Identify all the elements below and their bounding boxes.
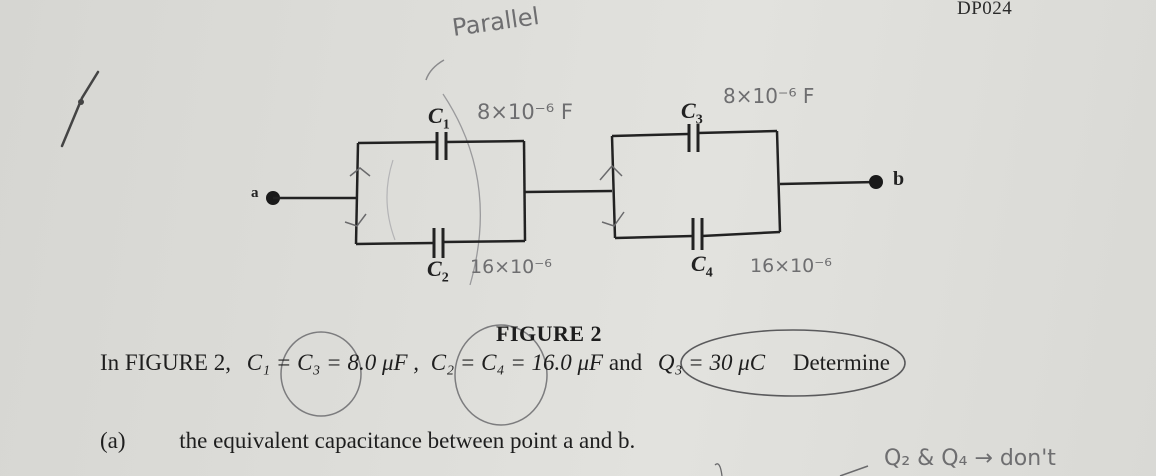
c3-handwritten-value: 8×10⁻⁶ F	[723, 84, 815, 108]
question-prefix: In FIGURE 2,	[100, 350, 231, 375]
capacitor-c1-label: C1	[428, 103, 450, 133]
question-part-a: (a) the equivalent capacitance between p…	[100, 428, 635, 454]
determine-word: Determine	[792, 350, 890, 375]
c2-c4-equation: C₂ = C₄ = 16.0 μF	[430, 350, 604, 375]
pencil-stroke	[60, 70, 100, 148]
capacitor-c2-label: C2	[427, 256, 449, 286]
terminal-b-dot	[869, 175, 883, 189]
capacitor-c3-label: C3	[681, 98, 703, 128]
figure-caption: FIGURE 2	[496, 321, 603, 346]
part-a-label: (a)	[100, 428, 126, 453]
q3-equation: Q₃ = 30 μC	[657, 350, 766, 375]
c1-c3-equation: C₁ = C₃ = 8.0 μF ,	[246, 350, 420, 375]
document-code: DP024	[957, 0, 1013, 19]
capacitor-c4-label: C4	[691, 251, 713, 281]
bottom-annotation: Q₂ & Q₄ → don't	[884, 446, 1056, 471]
terminal-b-label: b	[893, 168, 905, 190]
part-a-text: the equivalent capacitance between point…	[179, 428, 636, 453]
c2-handwritten-value: 16×10⁻⁶	[470, 256, 552, 278]
c4-handwritten-value: 16×10⁻⁶	[750, 255, 832, 277]
question-statement: In FIGURE 2, C₁ = C₃ = 8.0 μF , C₂ = C₄ …	[100, 350, 890, 376]
c1-handwritten-value: 8×10⁻⁶ F	[477, 100, 573, 124]
terminal-a-label: a	[251, 185, 259, 201]
and-word: and	[608, 350, 643, 375]
